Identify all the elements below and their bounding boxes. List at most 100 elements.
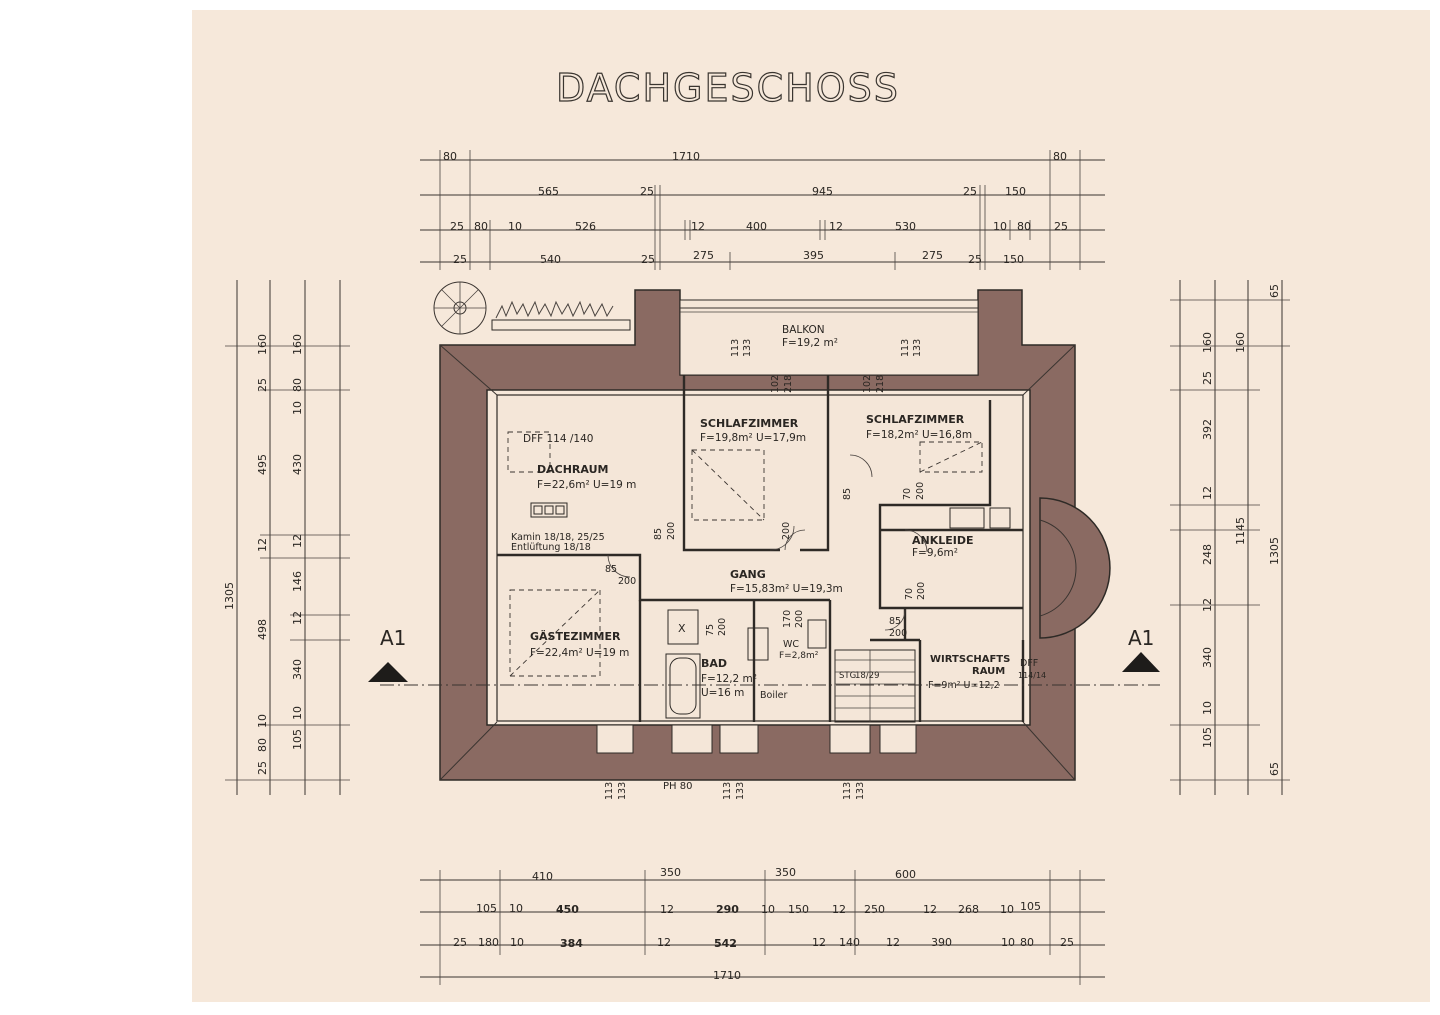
svg-text:1710: 1710 [713,969,741,982]
bottom-dimension-chains: 410 350 350 600 105 10 450 12 290 10 150… [420,866,1105,985]
spiral-stair-icon [433,281,487,335]
svg-text:10: 10 [510,936,524,949]
top-dimension-chains: 80 1710 80 565 25 945 25 150 25 80 10 52… [420,150,1105,270]
svg-text:STG: STG [839,671,856,681]
room-wirtschaftsraum-name: WIRTSCHAFTS [930,654,1010,665]
svg-text:200: 200 [717,618,728,636]
svg-text:268: 268 [958,903,979,916]
svg-text:18/29: 18/29 [855,671,880,681]
svg-text:12: 12 [657,936,671,949]
svg-text:Entlüftung 18/18: Entlüftung 18/18 [511,542,591,553]
bay-window [1039,497,1111,639]
svg-text:12: 12 [1201,598,1214,612]
building-plan: X [433,281,1111,781]
svg-text:12: 12 [660,903,674,916]
svg-text:80: 80 [291,378,304,392]
svg-text:102: 102 [862,375,873,393]
svg-text:113: 113 [730,339,741,357]
room-ankleide-area: F=9,6m² [912,547,958,559]
room-wc-name: WC [783,639,799,650]
svg-text:65: 65 [1268,284,1281,298]
svg-text:430: 430 [291,454,304,475]
room-gaestezimmer-area: F=22,4m² U=19 m [530,647,629,659]
svg-text:25: 25 [256,378,269,392]
svg-text:12: 12 [812,936,826,949]
svg-text:10: 10 [291,401,304,415]
svg-text:133: 133 [912,339,923,357]
room-wc-area: F=2,8m² [779,651,819,661]
svg-text:10: 10 [1001,936,1015,949]
svg-text:102: 102 [770,375,781,393]
svg-text:340: 340 [291,659,304,680]
svg-text:526: 526 [575,220,596,233]
svg-text:180: 180 [478,936,499,949]
svg-text:25: 25 [450,220,464,233]
drawing-title: DACHGESCHOSS [556,66,900,110]
room-dachraum-name: DACHRAUM [537,463,608,476]
room-bad-name: BAD [701,657,727,670]
opening-sizes: 113 133 102 218 102 218 113 133 85 200 8… [604,339,927,800]
room-labels: BALKON F=19,2 m² DFF 114 /140 DACHRAUM F… [511,324,1046,792]
svg-text:25: 25 [968,253,982,266]
svg-text:12: 12 [832,903,846,916]
svg-text:540: 540 [540,253,561,266]
svg-text:350: 350 [660,866,681,879]
svg-text:200: 200 [915,482,926,500]
svg-text:DFF 114 /140: DFF 114 /140 [523,433,593,445]
room-gang-name: GANG [730,568,766,581]
svg-text:1305: 1305 [223,582,236,610]
svg-text:10: 10 [256,714,269,728]
svg-text:Boiler: Boiler [760,690,787,701]
svg-text:945: 945 [812,185,833,198]
svg-text:170: 170 [782,610,793,628]
svg-text:250: 250 [864,903,885,916]
svg-text:495: 495 [256,454,269,475]
room-balkon-name: BALKON [782,324,825,336]
bathtub-icon [665,653,701,719]
svg-text:RAUM: RAUM [972,666,1005,677]
svg-text:10: 10 [993,220,1007,233]
svg-text:85: 85 [889,616,901,627]
svg-text:25: 25 [453,936,467,949]
svg-text:1145: 1145 [1234,517,1247,545]
svg-text:25: 25 [1201,371,1214,385]
svg-text:12: 12 [291,534,304,548]
svg-text:DFF: DFF [1020,658,1038,669]
svg-text:150: 150 [788,903,809,916]
svg-text:392: 392 [1201,419,1214,440]
svg-text:12: 12 [829,220,843,233]
room-gang-area: F=15,83m² U=19,3m [730,583,843,595]
room-balkon-area: F=19,2 m² [782,337,838,349]
svg-text:498: 498 [256,619,269,640]
svg-text:80: 80 [443,150,457,163]
svg-text:70: 70 [904,588,915,600]
section-marker-left: A1 [368,626,408,682]
room-schlafzimmer1-area: F=19,8m² U=17,9m [700,432,806,444]
svg-text:85: 85 [653,528,664,540]
svg-text:X: X [678,622,686,635]
room-gaestezimmer-name: GÄSTEZIMMER [530,629,621,643]
chimney-icon [530,502,568,518]
svg-text:105: 105 [291,729,304,750]
svg-text:133: 133 [855,782,866,800]
svg-text:80: 80 [256,738,269,752]
svg-text:200: 200 [794,610,805,628]
svg-text:542: 542 [714,937,737,950]
interior-walls [497,375,1025,722]
svg-text:113: 113 [842,782,853,800]
svg-text:12: 12 [256,538,269,552]
svg-text:12: 12 [1201,486,1214,500]
svg-text:146: 146 [291,571,304,592]
svg-text:160: 160 [291,334,304,355]
svg-text:12: 12 [923,903,937,916]
svg-text:395: 395 [803,249,824,262]
svg-text:530: 530 [895,220,916,233]
svg-text:75: 75 [705,624,716,636]
svg-text:200: 200 [916,582,927,600]
svg-text:10: 10 [291,706,304,720]
room-dachraum-area: F=22,6m² U=19 m [537,479,636,491]
svg-text:PH 80: PH 80 [663,781,692,792]
svg-text:390: 390 [931,936,952,949]
svg-text:133: 133 [617,782,628,800]
